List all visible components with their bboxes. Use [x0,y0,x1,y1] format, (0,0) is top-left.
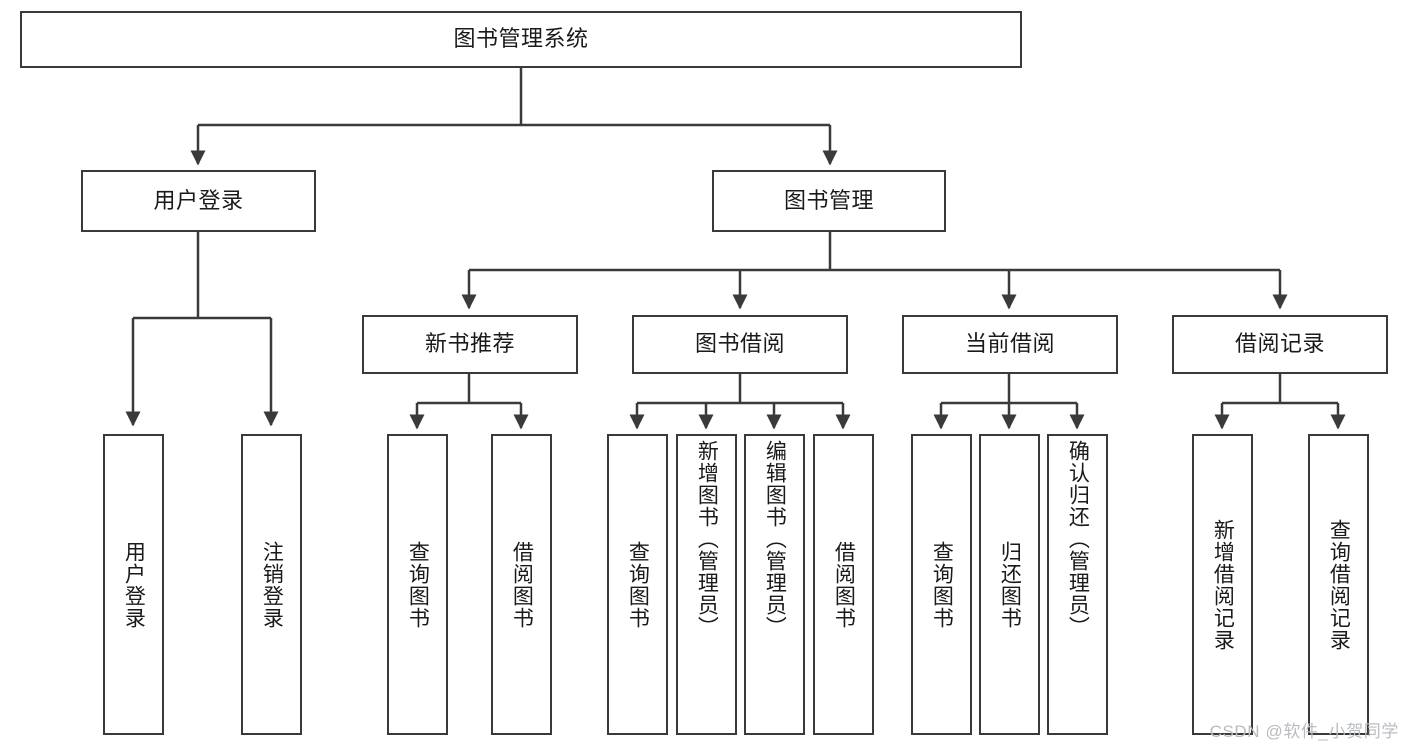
leaf-user-login-login[interactable]: 用户登录 [103,434,164,735]
leaf-user-login-logout-inner: 注销登录 [243,436,300,733]
leaf-book-borrow-query[interactable]: 查询图书 [607,434,668,735]
node-root-label: 图书管理系统 [453,26,589,52]
node-user-login[interactable]: 用户登录 [81,170,316,232]
leaf-new-book-query-label: 查询图书 [406,540,430,629]
leaf-borrow-record-add-label: 新增借阅记录 [1211,518,1235,651]
node-user-login-label: 用户登录 [153,187,244,213]
leaf-book-borrow-borrow-label: 借阅图书 [832,540,856,629]
leaf-current-borrow-query-inner: 查询图书 [913,436,970,733]
leaf-book-borrow-add-inner: 新增图书（管理员） [678,436,735,733]
leaf-user-login-login-label: 用户登录 [122,540,146,629]
leaf-new-book-borrow-label: 借阅图书 [510,540,534,629]
node-current-borrow[interactable]: 当前借阅 [902,315,1118,374]
node-new-book-recommend[interactable]: 新书推荐 [362,315,578,374]
leaf-borrow-record-query[interactable]: 查询借阅记录 [1308,434,1369,735]
leaf-borrow-record-add[interactable]: 新增借阅记录 [1192,434,1253,735]
leaf-current-borrow-return[interactable]: 归还图书 [979,434,1040,735]
leaf-book-borrow-edit[interactable]: 编辑图书（管理员） [744,434,805,735]
leaf-new-book-query-inner: 查询图书 [389,436,446,733]
node-borrow-record[interactable]: 借阅记录 [1172,315,1388,374]
leaf-book-borrow-edit-label: 编辑图书（管理员） [763,440,787,638]
leaf-current-borrow-confirm[interactable]: 确认归还（管理员） [1047,434,1108,735]
leaf-book-borrow-borrow[interactable]: 借阅图书 [813,434,874,735]
leaf-borrow-record-query-label: 查询借阅记录 [1327,518,1351,651]
leaf-borrow-record-query-inner: 查询借阅记录 [1310,436,1367,733]
leaf-new-book-query[interactable]: 查询图书 [387,434,448,735]
node-new-book-recommend-label: 新书推荐 [424,331,515,357]
leaf-book-borrow-add[interactable]: 新增图书（管理员） [676,434,737,735]
node-borrow-record-label: 借阅记录 [1234,331,1325,357]
leaf-current-borrow-confirm-label: 确认归还（管理员） [1066,440,1090,638]
node-current-borrow-label: 当前借阅 [964,331,1055,357]
node-book-management-label: 图书管理 [783,187,874,213]
leaf-current-borrow-return-inner: 归还图书 [981,436,1038,733]
leaf-book-borrow-add-label: 新增图书（管理员） [695,440,719,638]
leaf-book-borrow-query-inner: 查询图书 [609,436,666,733]
leaf-current-borrow-query-label: 查询图书 [930,540,954,629]
leaf-user-login-login-inner: 用户登录 [105,436,162,733]
leaf-book-borrow-edit-inner: 编辑图书（管理员） [746,436,803,733]
leaf-current-borrow-query[interactable]: 查询图书 [911,434,972,735]
node-book-borrow-label: 图书借阅 [694,331,785,357]
node-root[interactable]: 图书管理系统 [20,11,1022,68]
leaf-user-login-logout-label: 注销登录 [260,540,284,629]
leaf-user-login-logout[interactable]: 注销登录 [241,434,302,735]
leaf-current-borrow-return-label: 归还图书 [998,540,1022,629]
node-book-management[interactable]: 图书管理 [712,170,946,232]
leaf-new-book-borrow-inner: 借阅图书 [493,436,550,733]
leaf-book-borrow-borrow-inner: 借阅图书 [815,436,872,733]
leaf-borrow-record-add-inner: 新增借阅记录 [1194,436,1251,733]
leaf-book-borrow-query-label: 查询图书 [626,540,650,629]
leaf-new-book-borrow[interactable]: 借阅图书 [491,434,552,735]
leaf-current-borrow-confirm-inner: 确认归还（管理员） [1049,436,1106,733]
node-book-borrow[interactable]: 图书借阅 [632,315,848,374]
